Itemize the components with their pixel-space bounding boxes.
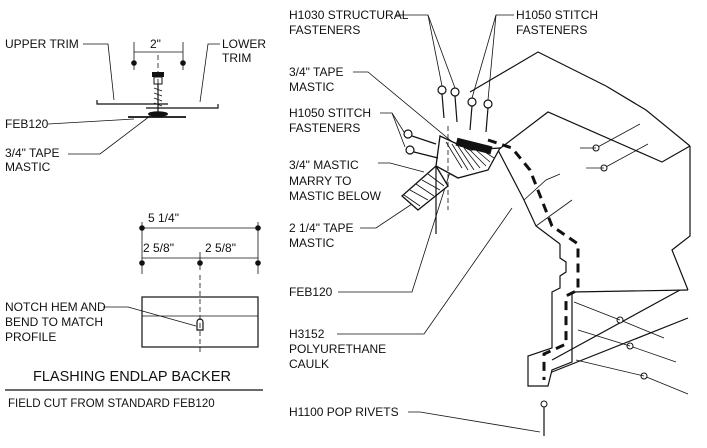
dim-2-5-8-a: 2 5/8" <box>143 241 174 255</box>
leader-h3152 <box>337 207 513 335</box>
lower-trim-profile <box>146 104 219 109</box>
isometric-endlap-detail: H1030 STRUCTURAL FASTENERS H1050 STITCH … <box>289 8 691 436</box>
label-tape-left-1: 3/4" TAPE <box>5 146 60 160</box>
label-tape-mid-1: 3/4" TAPE <box>289 65 344 79</box>
trim-section-detail: UPPER TRIM LOWER TRIM 2" FEB120 <box>5 37 266 174</box>
detail-title: FLASHING ENDLAP BACKER <box>33 369 231 385</box>
label-h1030-1: H1030 STRUCTURAL <box>289 8 409 22</box>
leader-feb120-left <box>47 118 135 125</box>
fastener-icon <box>152 72 164 112</box>
label-notch-2: BEND TO MATCH <box>5 315 103 329</box>
label-h3152-2: POLYURETHANE <box>289 342 386 356</box>
backer-plan-detail: 5 1/4" 2 5/8" 2 5/8" NOTCH HEM AND BEND … <box>5 211 263 410</box>
pop-rivet-icons <box>540 301 689 436</box>
detail-subtitle: FIELD CUT FROM STANDARD FEB120 <box>8 398 215 410</box>
dim-2-5-8-b: 2 5/8" <box>205 241 236 255</box>
label-h1050-mid-2: FASTENERS <box>289 121 360 135</box>
panel-ridge <box>497 111 691 163</box>
dot-c <box>139 260 145 266</box>
upper-trim-profile <box>96 100 168 105</box>
leader-upper-trim <box>83 43 115 101</box>
label-h1050-top-1: H1050 STITCH <box>516 8 598 22</box>
label-notch-3: PROFILE <box>5 330 56 344</box>
panel-right-side <box>671 146 691 291</box>
label-tape-left-2: MASTIC <box>5 160 51 174</box>
label-tape214-2: MASTIC <box>289 236 335 250</box>
panel-lower-edge <box>571 289 689 293</box>
label-marry-2: MARRY TO <box>289 174 351 188</box>
dot-b <box>255 225 261 231</box>
leader-marry <box>378 162 425 173</box>
leader-h1030-a <box>396 14 443 87</box>
label-h1030-2: FASTENERS <box>289 23 360 37</box>
dot-e <box>255 260 261 266</box>
label-marry-1: 3/4" MASTIC <box>289 158 359 172</box>
label-h1050-mid-1: H1050 STITCH <box>289 106 371 120</box>
leader-tape-left <box>68 115 151 155</box>
dot-d <box>197 260 203 266</box>
endlap-seam-dashed <box>487 138 580 380</box>
panel-base-line <box>551 317 689 373</box>
label-tape214-1: 2 1/4" TAPE <box>289 221 354 235</box>
label-h1100: H1100 POP RIVETS <box>289 405 399 419</box>
panel-base-line-2 <box>551 289 681 361</box>
leader-feb120-mid <box>338 171 451 293</box>
panel-left-slope <box>497 149 561 245</box>
tape-mastic-bead <box>148 111 168 117</box>
leader-notch <box>103 306 197 327</box>
label-notch-1: NOTCH HEM AND <box>5 300 106 314</box>
label-feb120-left: FEB120 <box>5 117 49 131</box>
panel-top-edge-front <box>469 51 607 93</box>
dot-a <box>139 225 145 231</box>
leader-h1050-mid-b <box>391 112 406 148</box>
leader-h1030-b <box>427 14 456 89</box>
stitch-fastener-icons <box>403 129 439 159</box>
label-upper-trim: UPPER TRIM <box>5 37 79 51</box>
leader-h1100 <box>408 411 541 433</box>
notch-symbol <box>196 318 204 331</box>
panel-fold <box>523 173 561 201</box>
label-tape-mid-2: MASTIC <box>289 80 335 94</box>
label-lower-trim-1: LOWER <box>222 37 266 51</box>
dim-dot-right <box>180 60 186 66</box>
panel-fold-2 <box>535 199 573 227</box>
label-h1050-top-2: FASTENERS <box>516 23 587 37</box>
label-lower-trim-2: TRIM <box>222 51 251 65</box>
panel-lower-profile <box>527 244 573 387</box>
leader-h1050-mid <box>380 112 405 133</box>
label-h3152-1: H3152 <box>289 327 325 341</box>
slope-fastener-icons <box>580 123 649 172</box>
panel-top-edge-back <box>605 85 691 147</box>
dim-5-1-4: 5 1/4" <box>148 211 179 225</box>
label-feb120-mid: FEB120 <box>289 285 333 299</box>
dim-2in: 2" <box>150 37 161 51</box>
label-h3152-3: CAULK <box>289 357 329 371</box>
leader-lower-trim <box>199 43 220 103</box>
structural-fastener-icons <box>437 85 493 133</box>
leader-h1050-b <box>471 14 497 99</box>
label-marry-3: MASTIC BELOW <box>289 189 382 203</box>
dim-dot-left <box>131 60 137 66</box>
leader-tape-mid <box>353 71 463 151</box>
feb120-backer-piece <box>401 126 502 234</box>
